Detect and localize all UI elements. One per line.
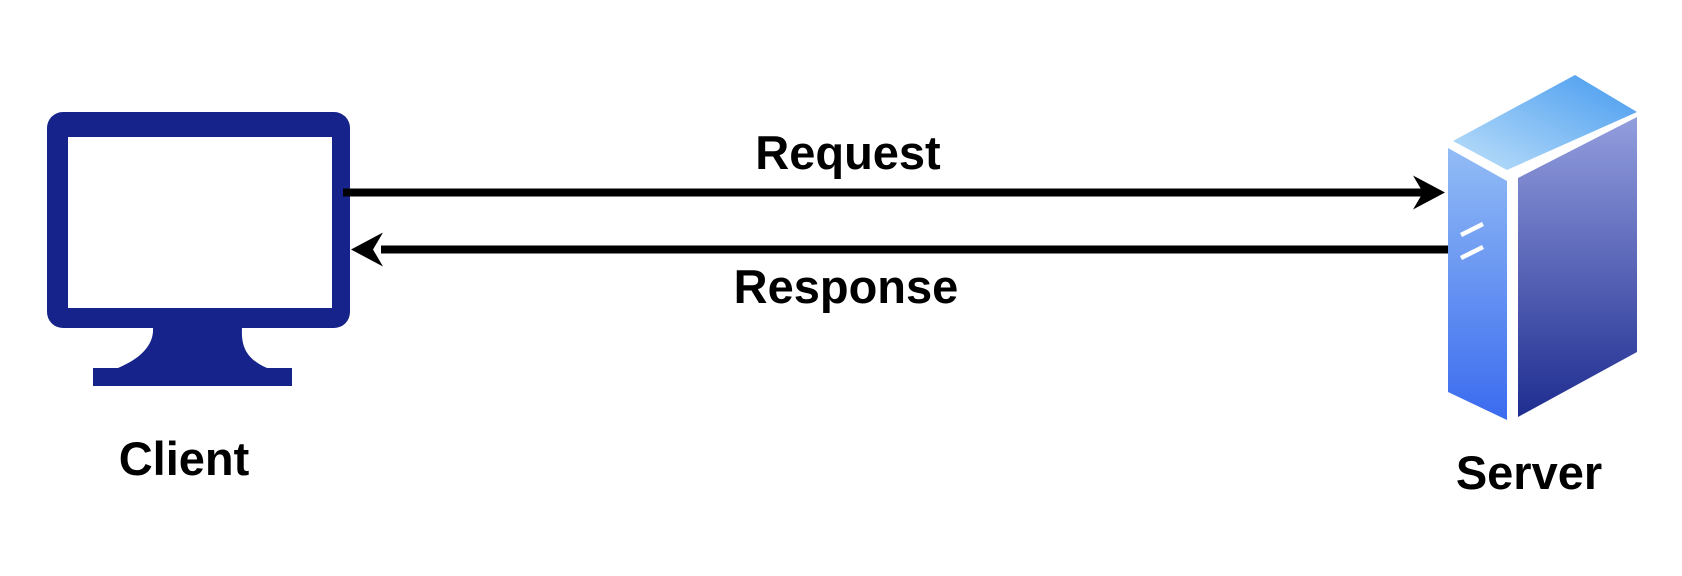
server-vent-slash bbox=[1459, 221, 1485, 238]
arrowhead-right-icon bbox=[1413, 175, 1445, 210]
arrowhead-left-icon bbox=[351, 232, 383, 267]
request-label: Request bbox=[755, 126, 941, 179]
client-label: Client bbox=[118, 432, 250, 485]
monitor-stand bbox=[93, 328, 292, 386]
response-label: Response bbox=[733, 260, 959, 313]
response-arrow bbox=[351, 232, 1448, 267]
server-vent-slash bbox=[1459, 244, 1485, 261]
server-side-face bbox=[1518, 117, 1637, 417]
server-tower-icon bbox=[1448, 75, 1637, 420]
server-top-face bbox=[1453, 75, 1637, 170]
server-label: Server bbox=[1455, 446, 1603, 499]
desktop-monitor-icon bbox=[47, 112, 350, 386]
request-arrow bbox=[343, 175, 1445, 210]
monitor-screen bbox=[68, 137, 332, 308]
server-front-face bbox=[1448, 148, 1507, 420]
